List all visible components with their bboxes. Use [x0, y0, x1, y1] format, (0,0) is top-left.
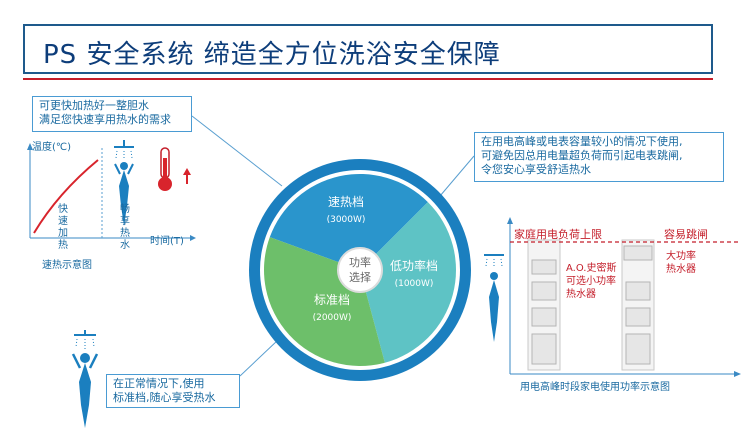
- connector-top-left: [191, 115, 283, 187]
- wedge-quick-heat-label: 速热档: [328, 195, 364, 209]
- callout-low-power-line2: 可避免因总用电量超负荷而引起电表跳闸,: [481, 149, 683, 162]
- shower-person-icon: [71, 330, 99, 428]
- quick-heat-ylabel: 温度(℃): [32, 142, 72, 153]
- tv-icon: [531, 307, 557, 327]
- fast-heat-label: 快速加热: [58, 204, 68, 251]
- wedge-low-power-power: (1000W): [395, 279, 434, 289]
- wedge-low-power[interactable]: [360, 202, 456, 363]
- power-wheel-svg: 功率 选择 速热档 (3000W) 低功率档 (1000W) 标准档 (2000…: [249, 159, 471, 381]
- high-power-label-2: 热水器: [666, 264, 696, 275]
- title-divider: [23, 78, 713, 80]
- appliance-stack-right: [621, 239, 655, 371]
- page-title: PS 安全系统 缔造全方位洗浴安全保障: [43, 40, 501, 70]
- ao-smith-label: A.O.史密斯: [566, 263, 617, 274]
- wedge-quick-heat[interactable]: [269, 174, 428, 270]
- ao-smith-label-block: A.O.史密斯 可选小功率 热水器: [566, 262, 617, 301]
- callout-fast-heat-line1: 可更快加热好一整胆水: [39, 99, 149, 112]
- large-water-heater-icon: [623, 245, 653, 261]
- ao-smith-sub2: 热水器: [566, 289, 596, 300]
- callout-low-power: 在用电高峰或电表容量较小的情况下使用, 可避免因总用电量超负荷而引起电表跳闸, …: [474, 132, 724, 182]
- callout-fast-heat: 可更快加热好一整胆水 满足您快速享用热水的需求: [32, 96, 192, 132]
- quick-heat-caption: 速热示意图: [42, 260, 92, 271]
- callout-standard-line1: 在正常情况下,使用: [113, 377, 205, 390]
- y-axis-arrow: [27, 143, 33, 150]
- title-frame: PS 安全系统 缔造全方位洗浴安全保障: [23, 24, 713, 74]
- small-water-heater-icon: [531, 259, 557, 275]
- x-axis-arrow: [190, 235, 196, 241]
- appliance-stack-left: [527, 239, 561, 371]
- tv-right-icon: [625, 307, 651, 327]
- trip-label: 容易跳闸: [664, 228, 708, 241]
- connector-bottom-left: [239, 339, 279, 377]
- quick-heat-chart-svg: [27, 140, 196, 241]
- connector-top-right: [439, 155, 475, 197]
- callout-low-power-line1: 在用电高峰或电表容量较小的情况下使用,: [481, 135, 683, 148]
- microwave-right-icon: [625, 281, 651, 301]
- wedge-quick-heat-power: (3000W): [327, 215, 366, 225]
- center-label-1: 功率: [349, 255, 371, 269]
- peak-power-chart-svg: [484, 217, 741, 377]
- high-power-label-1: 大功率: [666, 251, 696, 262]
- wedge-standard-label: 标准档: [314, 293, 350, 307]
- wedge-low-power-label: 低功率档: [390, 258, 438, 273]
- power-wheel: 功率 选择 速热档 (3000W) 低功率档 (1000W) 标准档 (2000…: [248, 158, 472, 382]
- enjoy-hot-water-label: 畅享热水: [120, 204, 130, 251]
- load-limit-label: 家庭用电负荷上限: [514, 228, 602, 241]
- heat-curve: [33, 159, 99, 234]
- ao-smith-sub1: 可选小功率: [566, 276, 616, 287]
- arrow-up-icon: [183, 168, 191, 184]
- peak-power-chart: 家庭用电负荷上限 容易跳闸 A.O.史密斯 可选小功率 热水器 大功率 热水器 …: [478, 212, 744, 402]
- peak-shower-person-icon: [484, 254, 504, 342]
- peak-caption: 用电高峰时段家电使用功率示意图: [520, 382, 670, 393]
- thermometer-icon: [158, 147, 172, 191]
- callout-standard: 在正常情况下,使用 标准档,随心享受热水: [106, 374, 240, 408]
- callout-low-power-line3: 令您安心享受舒适热水: [481, 163, 591, 176]
- quick-heat-chart: 温度(℃) 快速加热 畅享热水 时间(T): [18, 138, 198, 268]
- shower-figure-icon: [114, 140, 134, 226]
- microwave-icon: [531, 281, 557, 301]
- fridge-icon: [531, 333, 557, 365]
- wedge-standard-power: (2000W): [313, 313, 352, 323]
- high-power-label-block: 大功率 热水器: [666, 250, 696, 276]
- quick-heat-xlabel: 时间(T): [150, 236, 184, 247]
- callout-fast-heat-line2: 满足您快速享用热水的需求: [39, 113, 171, 126]
- fridge-right-icon: [625, 333, 651, 365]
- center-label-2: 选择: [349, 270, 371, 284]
- callout-standard-line2: 标准档,随心享受热水: [113, 391, 216, 404]
- center-hub: [337, 247, 383, 293]
